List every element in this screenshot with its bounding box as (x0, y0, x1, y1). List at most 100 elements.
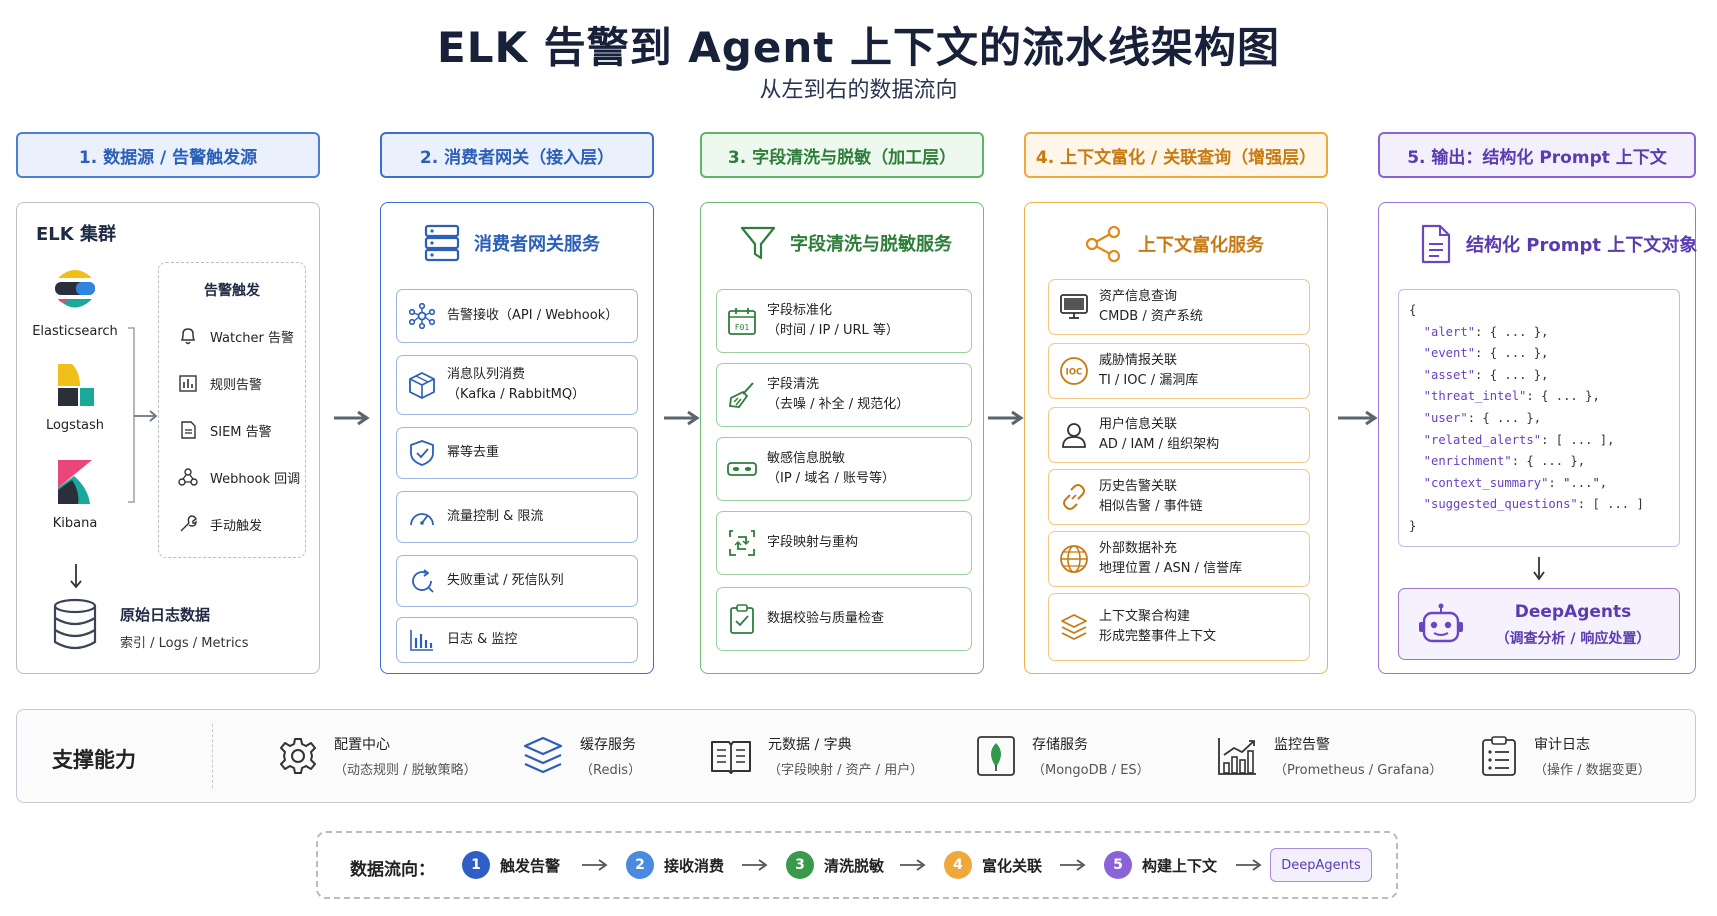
support-label: 支撑能力 (52, 748, 136, 772)
logstash-label: Logstash (45, 418, 105, 433)
enrichment-card: 上下文聚合构建形成完整事件上下文 (1048, 593, 1310, 661)
flow-arrow (900, 859, 926, 871)
monitor-icon (1060, 294, 1088, 319)
code-line: "suggested_questions": [ ... ] (1409, 497, 1644, 512)
shield-check-icon (410, 440, 434, 466)
gateway-card: 日志 & 监控 (396, 617, 638, 663)
support-audit: 审计日志（操作 / 数据变更） (1480, 734, 1651, 778)
raw-log-sub: 索引 / Logs / Metrics (120, 636, 249, 651)
elasticsearch-logo (55, 270, 95, 308)
arrow-1-2 (334, 410, 370, 426)
cube-icon (409, 371, 435, 399)
header-data-source: 1. 数据源 / 告警触发源 (16, 132, 320, 178)
document-icon (181, 421, 196, 439)
elasticsearch-label: Elasticsearch (32, 324, 118, 339)
down-arrow-icon (70, 564, 82, 589)
gear-icon (280, 738, 316, 774)
bar-chart-icon (179, 375, 197, 392)
enrichment-card: 历史告警关联相似告警 / 事件链 (1048, 469, 1310, 525)
header-output: 5. 输出：结构化 Prompt 上下文 (1378, 132, 1696, 178)
cleaning-card: 敏感信息脱敏（IP / 域名 / 账号等） (716, 437, 972, 501)
code-line: "threat_intel": { ... }, (1409, 389, 1600, 404)
calendar-icon: F01 (728, 308, 756, 335)
flow-arrow (582, 859, 608, 871)
code-line: "asset": { ... }, (1409, 367, 1549, 382)
cleaning-card: F01 字段标准化（时间 / IP / URL 等） (716, 289, 972, 353)
header-gateway: 2. 消费者网关（接入层） (380, 132, 654, 178)
database-icon (53, 598, 97, 650)
gauge-icon (410, 513, 434, 526)
support-config: 配置中心（动态规则 / 脱敏策略） (278, 734, 477, 778)
wrench-icon (180, 515, 197, 532)
code-line: "event": { ... }, (1409, 346, 1549, 361)
code-line: "context_summary": "...", (1409, 475, 1608, 490)
support-bar (16, 709, 1696, 803)
elk-cluster-title: ELK 集群 (36, 224, 116, 245)
code-line: "user": { ... }, (1409, 410, 1542, 425)
server-icon (424, 224, 460, 262)
network-icon (409, 303, 435, 329)
support-storage: 存储服务（MongoDB / ES） (976, 734, 1150, 778)
deepagents-name: DeepAgents (1514, 602, 1632, 622)
trigger-webhook: Webhook 回调 (178, 467, 300, 487)
robot-icon (1419, 603, 1463, 643)
cleaning-card: 数据校验与质量检查 (716, 587, 972, 651)
code-line: } (1409, 518, 1417, 533)
retry-icon (412, 569, 434, 593)
page-subtitle: 从左到右的数据流向 (759, 78, 958, 103)
arrow-2-3 (664, 410, 700, 426)
arrow-3-4 (988, 410, 1024, 426)
flow-arrow (742, 859, 768, 871)
gateway-service-title: 消费者网关服务 (424, 224, 600, 262)
bar-chart-icon (410, 630, 433, 651)
book-icon (711, 741, 751, 774)
output-service-title: 结构化 Prompt 上下文对象 (1420, 224, 1697, 264)
gateway-card: 消息队列消费（Kafka / RabbitMQ） (396, 355, 638, 415)
svg-text:F01: F01 (735, 323, 750, 332)
clipboard-list-icon (1482, 736, 1516, 776)
trigger-box (158, 262, 306, 558)
document-icon (1421, 224, 1451, 264)
gateway-card: 流量控制 & 限流 (396, 491, 638, 543)
kibana-label: Kibana (52, 516, 98, 531)
elk-bracket (128, 327, 158, 503)
link-icon (1063, 484, 1085, 510)
code-line: "alert": { ... }, (1409, 324, 1549, 339)
user-icon (1062, 423, 1086, 448)
code-line: "enrichment": { ... }, (1409, 454, 1586, 469)
flow-arrow (1236, 859, 1262, 871)
flow-label: 数据流向： (350, 860, 435, 880)
support-divider (212, 724, 213, 788)
page-title: ELK 告警到 Agent 上下文的流水线架构图 (437, 23, 1280, 72)
enrichment-service-title: 上下文富化服务 (1084, 224, 1264, 264)
cleaning-card: 字段清洗（去噪 / 补全 / 规范化） (716, 363, 972, 427)
enrichment-card: 外部数据补充地理位置 / ASN / 信誉库 (1048, 531, 1310, 587)
filter-icon (740, 226, 776, 260)
deepagents-sub: （调查分析 / 响应处置） (1495, 631, 1651, 647)
support-monitoring: 监控告警（Prometheus / Grafana） (1216, 734, 1442, 778)
share-icon (1085, 225, 1121, 263)
support-metadata: 元数据 / 字典（字段映射 / 资产 / 用户） (710, 734, 923, 778)
raw-log-title: 原始日志数据 (120, 606, 211, 624)
flow-legend (316, 831, 1398, 899)
webhook-icon (178, 468, 198, 486)
code-line: "related_alerts": [ ... ], (1409, 432, 1615, 447)
layers-icon (1061, 614, 1087, 640)
remap-icon (729, 530, 755, 556)
trigger-watcher: Watcher 告警 (178, 326, 294, 346)
arrow-4-5 (1338, 410, 1378, 426)
flow-arrow (1060, 859, 1086, 871)
trigger-manual: 手动触发 (178, 514, 262, 534)
trigger-title: 告警触发 (204, 283, 260, 299)
leaf-icon (977, 736, 1015, 776)
prompt-context-code: { "alert": { ... }, "event": { ... }, "a… (1398, 289, 1680, 547)
support-cache: 缓存服务（Redis） (522, 734, 641, 778)
gateway-card: 失败重试 / 死信队列 (396, 555, 638, 607)
flow-end-deepagents: DeepAgents (1270, 848, 1372, 882)
